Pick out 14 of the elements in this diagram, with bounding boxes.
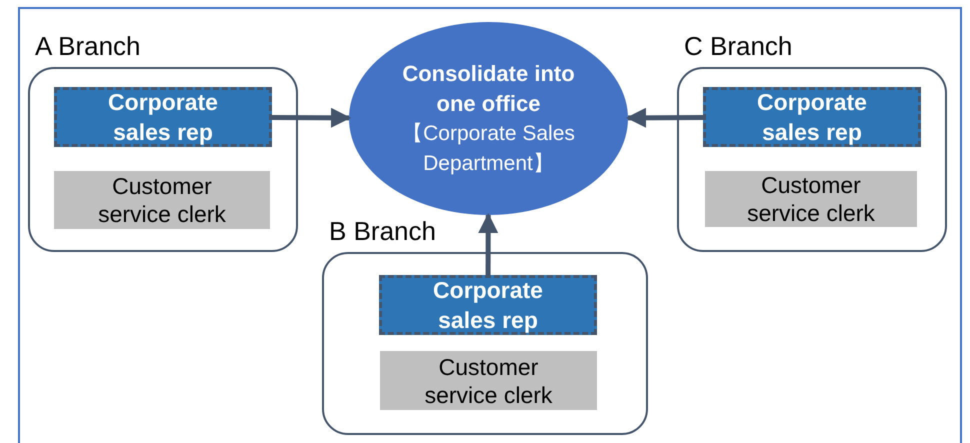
role-box: Corporate sales rep [379,275,597,335]
branch-heading: A Branch [35,30,141,63]
branch-heading: B Branch [329,215,436,248]
role-box: Customer service clerk [705,171,917,227]
arrow [478,213,498,275]
arrow [272,108,351,128]
branch-heading: C Branch [684,30,792,63]
ellipse-subtitle: 【Corporate Sales Department】 [401,120,576,176]
role-box: Customer service clerk [54,171,270,229]
role-box: Customer service clerk [380,351,597,410]
arrow [626,108,703,128]
role-box: Corporate sales rep [703,87,921,147]
role-box: Corporate sales rep [54,87,272,147]
ellipse-title: Consolidate into one office [401,60,576,118]
